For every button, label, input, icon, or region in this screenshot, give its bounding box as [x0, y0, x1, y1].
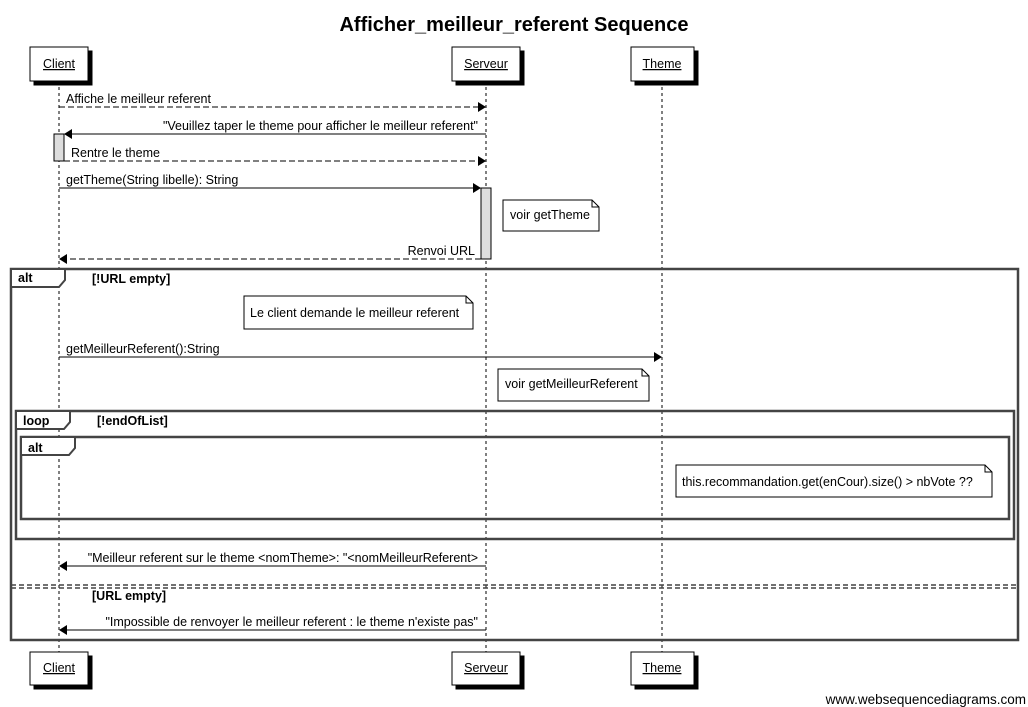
- message-label: getMeilleurReferent():String: [66, 342, 220, 356]
- message-affiche-meilleur-referent: Affiche le meilleur referent: [59, 92, 486, 112]
- fragment-alt-url: alt [!URL empty] [URL empty]: [9, 267, 1020, 642]
- note-text: voir getMeilleurReferent: [505, 377, 638, 391]
- message-meilleur-referent-resultat: "Meilleur referent sur le theme <nomThem…: [59, 551, 486, 571]
- footer-watermark: www.websequencediagrams.com: [825, 692, 1026, 707]
- note-text: this.recommandation.get(enCour).size() >…: [682, 475, 973, 489]
- arrowhead-right: [654, 352, 662, 362]
- message-impossible: "Impossible de renvoyer le meilleur refe…: [59, 615, 486, 635]
- fragment-condition: [!endOfList]: [97, 414, 168, 428]
- message-label: "Impossible de renvoyer le meilleur refe…: [105, 615, 478, 629]
- activation-client: [53, 133, 65, 162]
- note-text: voir getTheme: [510, 208, 590, 222]
- arrowhead-left: [59, 625, 67, 635]
- participant-theme-label-bottom: Theme: [643, 661, 682, 675]
- arrowhead-right: [478, 102, 486, 112]
- note-voir-getmeilleurreferent: voir getMeilleurReferent: [497, 368, 650, 402]
- participant-client-bottom: Client: [29, 651, 89, 686]
- fragment-keyword: loop: [23, 414, 50, 428]
- message-label: Affiche le meilleur referent: [66, 92, 212, 106]
- participant-client-label-bottom: Client: [43, 661, 75, 675]
- participant-theme-top: Theme: [630, 46, 695, 82]
- arrowhead-right: [478, 156, 486, 166]
- arrowhead-left: [59, 254, 67, 264]
- message-label: Renvoi URL: [408, 244, 475, 258]
- participant-client-top: Client: [29, 46, 89, 82]
- message-veuillez-taper: "Veuillez taper le theme pour afficher l…: [64, 119, 486, 139]
- message-label: Rentre le theme: [71, 146, 160, 160]
- participant-serveur-top: Serveur: [451, 46, 521, 82]
- message-label: "Veuillez taper le theme pour afficher l…: [163, 119, 478, 133]
- message-rentre-le-theme: Rentre le theme: [64, 146, 486, 166]
- fragment-keyword: alt: [18, 271, 33, 285]
- fragment-condition: [!URL empty]: [92, 272, 170, 286]
- diagram-title: Afficher_meilleur_referent Sequence: [339, 14, 688, 36]
- note-client-demande: Le client demande le meilleur referent: [243, 295, 474, 330]
- fragment-alt-inner: alt: [19, 435, 1011, 521]
- message-renvoi-url: Renvoi URL: [59, 244, 481, 264]
- fragment-keyword: alt: [28, 441, 43, 455]
- note-recommandation: this.recommandation.get(enCour).size() >…: [675, 464, 993, 498]
- participant-theme-label: Theme: [643, 57, 682, 71]
- note-text: Le client demande le meilleur referent: [250, 306, 460, 320]
- note-voir-gettheme: voir getTheme: [502, 199, 600, 232]
- arrowhead-left: [59, 561, 67, 571]
- participant-serveur-label: Serveur: [464, 57, 508, 71]
- participant-serveur-label-bottom: Serveur: [464, 661, 508, 675]
- message-label: getTheme(String libelle): String: [66, 173, 238, 187]
- activation-serveur: [480, 187, 492, 260]
- fragment-loop: loop [!endOfList]: [14, 409, 1016, 541]
- participant-serveur-bottom: Serveur: [451, 651, 521, 686]
- message-get-theme: getTheme(String libelle): String: [59, 173, 481, 193]
- participant-theme-bottom: Theme: [630, 651, 695, 686]
- message-label: "Meilleur referent sur le theme <nomThem…: [88, 551, 478, 565]
- arrowhead-right: [473, 183, 481, 193]
- message-get-meilleur-referent: getMeilleurReferent():String: [59, 342, 662, 362]
- fragment-else-condition: [URL empty]: [92, 589, 166, 603]
- participant-client-label: Client: [43, 57, 75, 71]
- arrowhead-left: [64, 129, 72, 139]
